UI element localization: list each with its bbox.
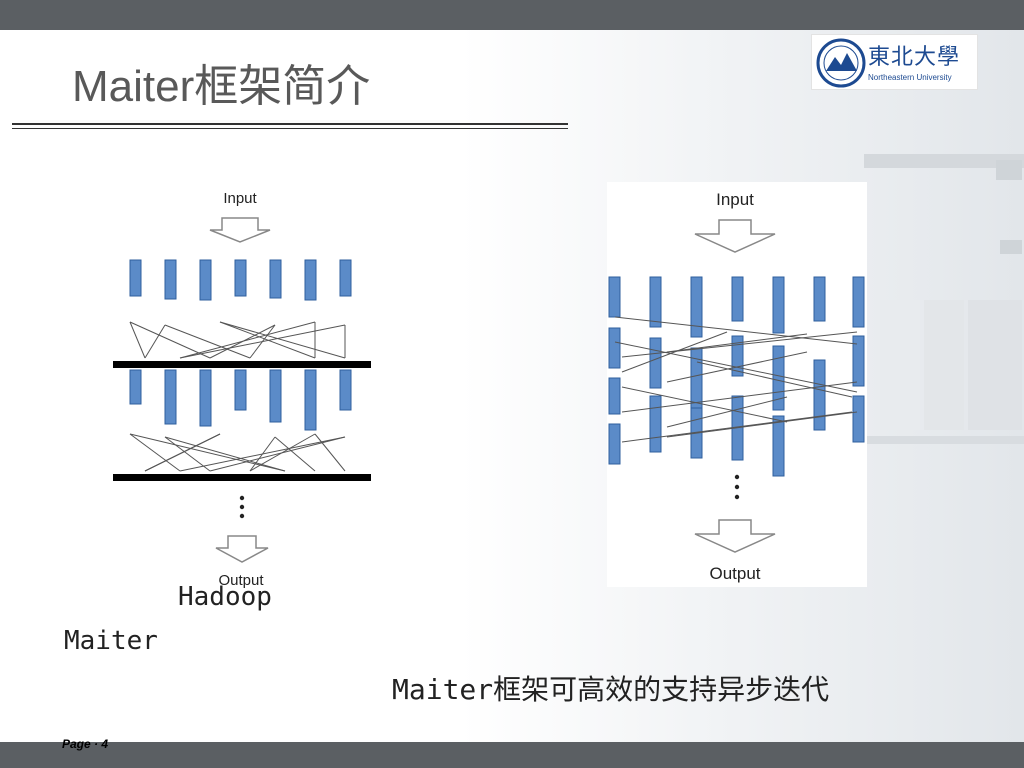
hadoop-output-label: Output xyxy=(218,572,264,589)
worker-bar xyxy=(649,276,662,328)
maiter-output-label: Output xyxy=(709,564,760,583)
shuffle-line xyxy=(129,321,211,359)
summary-text: Maiter框架可高效的支持异步迭代 xyxy=(392,673,830,706)
worker-bar xyxy=(731,276,744,322)
reduce-task-bar xyxy=(129,369,142,405)
async-update-line xyxy=(614,316,858,345)
map-task-bar xyxy=(304,259,317,301)
hadoop-input-label: Input xyxy=(223,190,257,207)
shuffle-line xyxy=(129,321,146,359)
map-task-bar xyxy=(234,259,247,297)
async-update-line xyxy=(666,396,788,428)
shuffle-line xyxy=(314,433,346,472)
map-task-bar xyxy=(199,259,212,301)
title-rule xyxy=(12,123,568,125)
worker-bar xyxy=(608,377,621,415)
map-task-bar xyxy=(164,259,177,300)
hadoop-shuffle-lines xyxy=(129,321,346,359)
maiter-diagram: Input Output xyxy=(607,182,867,587)
worker-bar xyxy=(813,359,826,431)
shuffle-line xyxy=(129,433,181,472)
async-update-line xyxy=(621,331,858,358)
async-update-line xyxy=(621,331,728,373)
shuffle-line xyxy=(164,436,211,472)
shuffle-line xyxy=(274,436,316,472)
reduce-task-bar xyxy=(234,369,247,411)
shuffle-line xyxy=(144,433,221,472)
shuffle-line xyxy=(179,321,316,359)
async-update-line xyxy=(696,361,853,398)
page-number: Page · 4 xyxy=(62,737,109,751)
async-update-line xyxy=(621,386,788,423)
shuffle-line xyxy=(164,324,251,359)
shuffle-line xyxy=(164,436,286,472)
hadoop-reduce-bars xyxy=(129,369,352,431)
top-bar xyxy=(0,0,1024,30)
worker-bar xyxy=(649,337,662,389)
map-task-bar xyxy=(269,259,282,299)
worker-bar xyxy=(813,276,826,322)
ellipsis-icon xyxy=(734,474,740,500)
hadoop-shuffle-lines-2 xyxy=(129,433,346,472)
input-arrow-icon xyxy=(209,217,271,243)
output-arrow-icon xyxy=(215,535,269,563)
hadoop-caption: Hadoop xyxy=(178,582,272,612)
async-update-line xyxy=(621,381,858,413)
shuffle-line xyxy=(219,321,346,359)
shuffle-line xyxy=(179,324,346,359)
reduce-task-bar xyxy=(339,369,352,411)
input-arrow-icon xyxy=(694,219,776,253)
async-update-line xyxy=(666,411,858,438)
worker-bar xyxy=(772,415,785,477)
slide-title: Maiter框架简介 xyxy=(72,62,371,111)
shuffle-line xyxy=(129,433,286,472)
worker-bar xyxy=(852,276,865,328)
worker-bar xyxy=(852,395,865,443)
map-task-bar xyxy=(339,259,352,297)
shuffle-line xyxy=(209,436,346,472)
reduce-task-bar xyxy=(164,369,177,425)
university-emblem-icon xyxy=(816,38,866,88)
reduce-task-bar xyxy=(269,369,282,423)
hadoop-sync-barrier xyxy=(113,361,371,368)
title-rule-thin xyxy=(12,128,568,129)
worker-bar xyxy=(608,423,621,465)
async-update-line xyxy=(666,351,808,383)
shuffle-line xyxy=(144,324,166,359)
worker-bar xyxy=(852,335,865,387)
maiter-caption: Maiter xyxy=(64,626,158,656)
background-server-room xyxy=(860,154,1024,444)
maiter-async-lines xyxy=(614,316,858,443)
worker-bar xyxy=(772,345,785,411)
worker-bar xyxy=(690,276,703,338)
logo-name-en: Northeastern University xyxy=(868,73,952,82)
async-update-line xyxy=(621,411,853,443)
hadoop-sync-barrier-2 xyxy=(113,474,371,481)
hadoop-map-bars xyxy=(129,259,352,301)
ellipsis-icon xyxy=(239,495,245,519)
hadoop-diagram: Input Output xyxy=(113,190,371,589)
worker-bar xyxy=(731,335,744,377)
worker-bar xyxy=(608,276,621,318)
map-task-bar xyxy=(129,259,142,297)
worker-bar xyxy=(649,395,662,453)
async-update-line xyxy=(666,333,808,353)
shuffle-line xyxy=(179,436,346,472)
worker-bar xyxy=(608,327,621,369)
maiter-worker-bars xyxy=(608,276,865,477)
bottom-bar xyxy=(0,742,1024,768)
reduce-task-bar xyxy=(199,369,212,427)
logo-name-cn: 東北大學 xyxy=(868,45,961,70)
university-logo: 東北大學 Northeastern University xyxy=(811,34,978,90)
worker-bar xyxy=(772,276,785,334)
output-arrow-icon xyxy=(694,519,776,553)
maiter-input-label: Input xyxy=(716,190,754,209)
reduce-task-bar xyxy=(304,369,317,431)
